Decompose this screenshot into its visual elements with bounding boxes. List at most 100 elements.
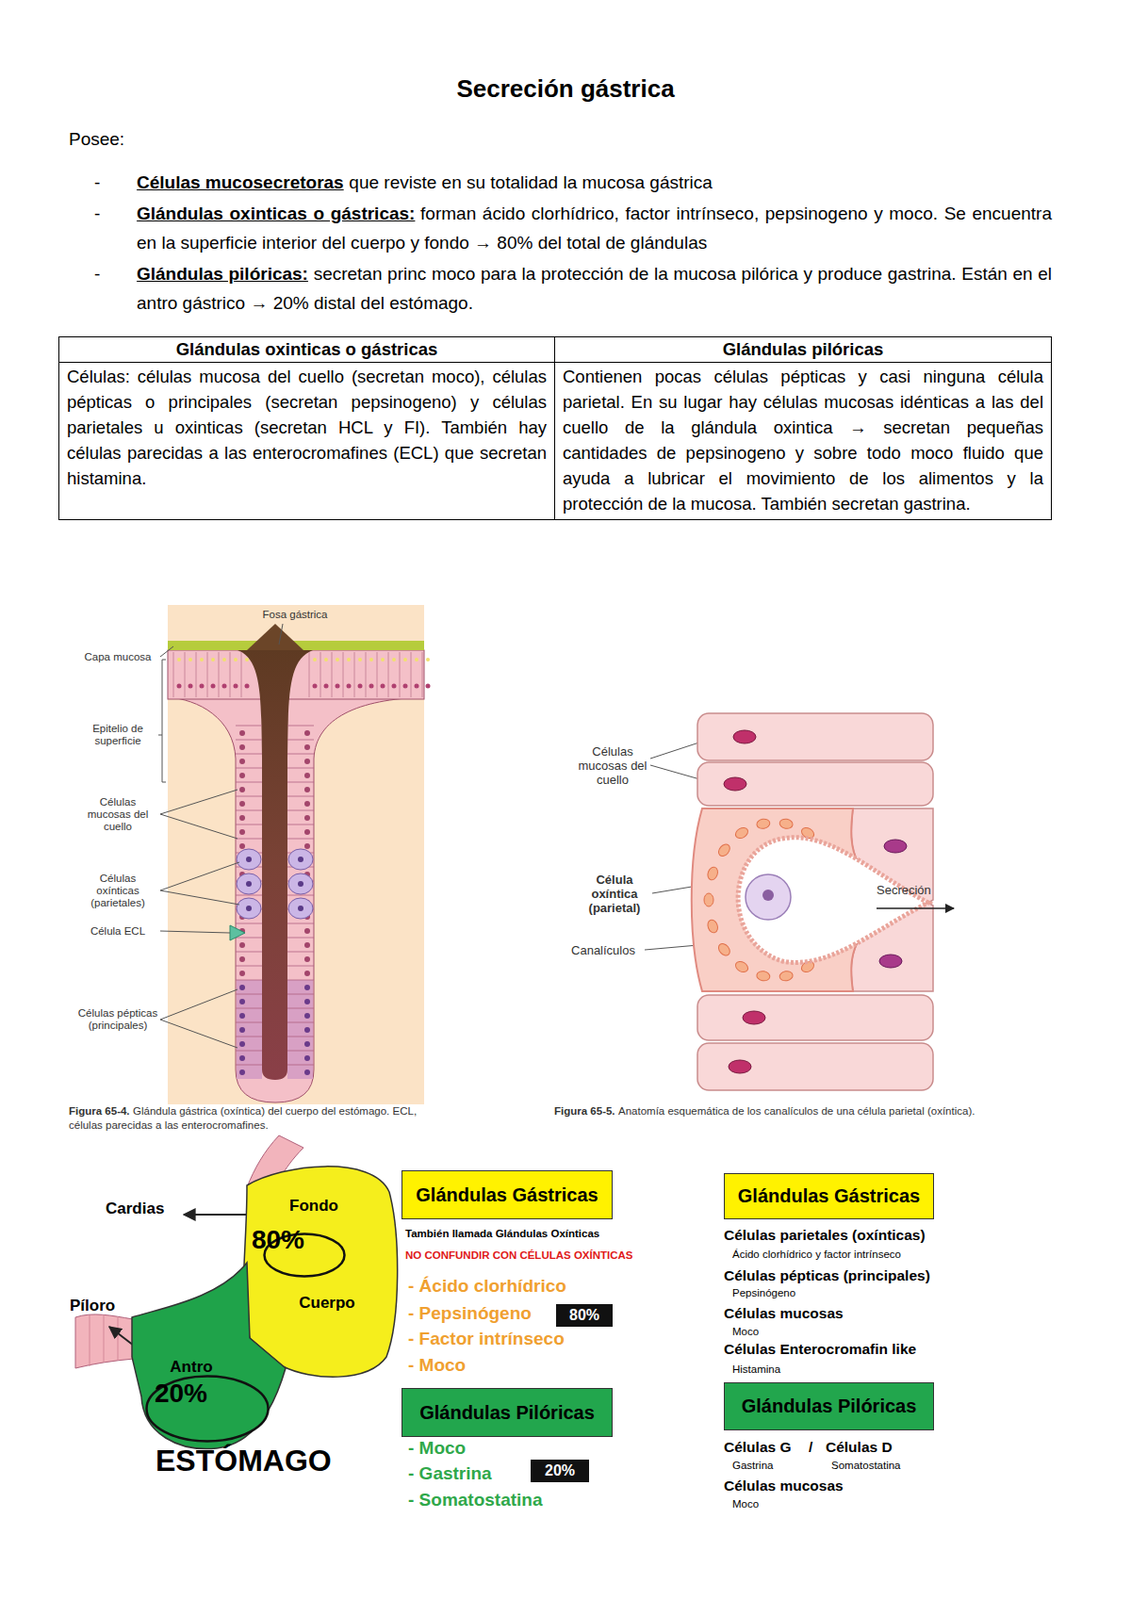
- leader-lines: [158, 623, 731, 1049]
- text-label: Epitelio de superficie: [77, 722, 159, 748]
- art-line: [183, 1213, 247, 1216]
- art-circle: [239, 829, 246, 836]
- bullet-text: Glándulas pilóricas:secretan princ moco …: [136, 259, 1052, 318]
- art-ellipse: [884, 839, 907, 853]
- art-circle: [177, 657, 181, 662]
- art-rect: [236, 980, 263, 995]
- art-rect: [236, 994, 263, 1009]
- art-path: [167, 697, 425, 1103]
- art-line: [287, 1022, 314, 1024]
- text-label: Secreción: [876, 883, 932, 898]
- text-label: Gastrina: [732, 1459, 773, 1472]
- art-line: [287, 796, 314, 798]
- text-label: Figura 65-4.: [68, 1105, 131, 1117]
- page-title: Secreción gástrica: [456, 74, 674, 104]
- art-circle: [239, 1027, 246, 1033]
- art-circle: [245, 881, 252, 887]
- art-line: [377, 652, 378, 698]
- art-line: [218, 652, 220, 698]
- art-line: [235, 725, 263, 727]
- art-circle: [403, 684, 409, 689]
- text-label: Glándulas oxinticas o gástricas:: [136, 203, 415, 224]
- art-path: [246, 623, 304, 651]
- art-ellipse: [716, 842, 733, 859]
- art-circle: [304, 999, 311, 1005]
- text-label: Células mucosas del cuello: [574, 744, 651, 787]
- bullet-row: - Glándulas pilóricas:secretan princ moco…: [94, 259, 1052, 318]
- art-line: [235, 796, 263, 798]
- heading-box: Glándulas Gástricas: [401, 1170, 613, 1220]
- text-label: Glándulas pilóricas:: [136, 263, 309, 284]
- art-circle: [233, 684, 239, 689]
- table-header: Glándulas pilóricas: [555, 337, 1051, 363]
- art-line: [235, 951, 263, 953]
- art-circle: [239, 843, 246, 850]
- art-line: [278, 623, 283, 645]
- art-circle: [239, 956, 246, 963]
- art-ellipse: [755, 818, 771, 830]
- art-line: [235, 966, 263, 968]
- art-line: [235, 1065, 263, 1066]
- art-line: [235, 782, 263, 784]
- art-line: [354, 652, 356, 698]
- art-line: [399, 652, 401, 698]
- text-label: Células pépticas (principales): [723, 1267, 931, 1285]
- art-path: [229, 925, 246, 941]
- art-line: [365, 652, 367, 698]
- art-circle: [239, 1055, 246, 1062]
- art-circle: [297, 905, 304, 912]
- art-circle: [304, 984, 311, 991]
- art-line: [287, 923, 314, 925]
- text-label: Células parietales (oxínticas): [723, 1227, 926, 1245]
- art-ellipse: [236, 873, 262, 895]
- art-circle: [392, 657, 396, 662]
- art-circle: [304, 928, 311, 935]
- art-rect: [697, 1043, 934, 1091]
- text-label: - Moco: [408, 1438, 466, 1459]
- art-circle: [304, 1013, 311, 1019]
- art-circle: [304, 1055, 311, 1062]
- art-ellipse: [236, 898, 262, 919]
- art-line: [235, 810, 263, 812]
- art-circle: [304, 744, 311, 751]
- art-rect: [236, 1065, 263, 1080]
- art-line: [343, 652, 345, 698]
- text-label: -: [94, 172, 100, 193]
- text-label: - Gastrina: [408, 1463, 492, 1485]
- art-line: [287, 895, 314, 897]
- art-circle: [414, 657, 419, 662]
- node-text: 80%: [569, 1307, 600, 1325]
- region-fill: [131, 1262, 286, 1450]
- art-circle: [239, 1013, 246, 1019]
- ellipse-fill: [147, 1376, 269, 1443]
- art-circle: [239, 786, 246, 793]
- text-label: Células pépticas (principales): [77, 1007, 159, 1033]
- art-rect: [697, 762, 934, 806]
- percent-ellipse: 80%: [262, 1232, 346, 1279]
- art-rect: [287, 1050, 313, 1066]
- art-line: [287, 980, 314, 982]
- text-label: - Ácido clorhídrico: [408, 1276, 567, 1297]
- text-label: Células mucosas del cuello: [80, 796, 156, 834]
- text-label: - Moco: [408, 1355, 466, 1377]
- art-circle: [304, 801, 311, 807]
- art-line: [235, 754, 263, 755]
- art-ellipse: [236, 849, 262, 870]
- stomach-region: 20%Antro: [127, 1258, 293, 1457]
- node-text: Fondo: [289, 1196, 339, 1216]
- art-circle: [222, 657, 227, 662]
- heading-box: Glándulas Pilóricas: [401, 1388, 613, 1438]
- art-line: [309, 652, 311, 698]
- art-line: [287, 782, 314, 784]
- art-circle: [239, 758, 246, 765]
- art-line: [388, 652, 390, 698]
- text-label: - Somatostatina: [408, 1490, 543, 1511]
- art-line: [287, 754, 314, 755]
- text-label: -: [94, 203, 100, 224]
- art-circle: [426, 684, 431, 689]
- text-label: -: [94, 263, 100, 284]
- art-ellipse: [728, 1060, 752, 1074]
- art-circle: [245, 657, 249, 662]
- art-line: [235, 980, 263, 982]
- art-circle: [211, 657, 215, 662]
